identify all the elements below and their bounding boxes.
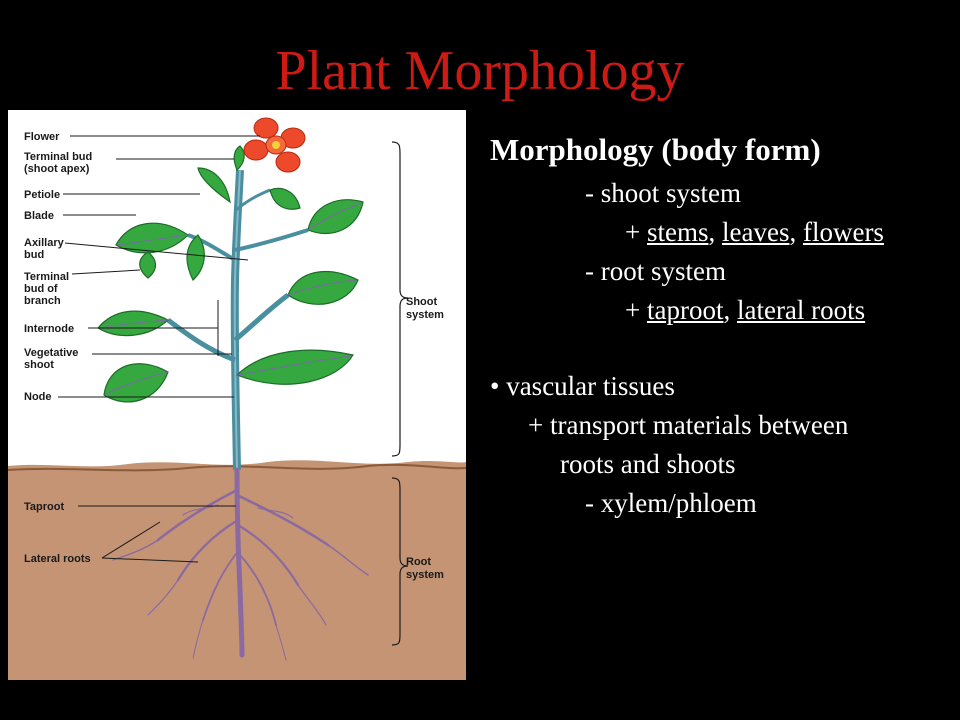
root-system-item: - root system bbox=[585, 256, 726, 286]
xylem-item: - xylem/phloem bbox=[585, 488, 757, 518]
label-branch-budof: bud of bbox=[24, 283, 58, 295]
label-terminal-bud: Terminal bud bbox=[24, 151, 92, 163]
petal bbox=[253, 117, 279, 139]
soil-line bbox=[8, 463, 466, 472]
terminal-bud bbox=[233, 145, 245, 172]
leaf-top-right bbox=[269, 187, 301, 210]
taproot-shape bbox=[234, 467, 245, 658]
branch-left-2 bbox=[187, 233, 237, 262]
leaf-mid-right bbox=[287, 271, 359, 305]
branch-bud bbox=[139, 251, 157, 279]
label-node: Node bbox=[24, 391, 52, 403]
label-lateral-roots: Lateral roots bbox=[24, 553, 91, 565]
label-root-system: Root bbox=[406, 556, 431, 568]
lateral-roots-text: lateral roots bbox=[736, 295, 866, 325]
comma-1: , bbox=[708, 217, 722, 247]
taproot-text: taproot bbox=[646, 295, 724, 325]
branch-left-1 bbox=[166, 317, 236, 363]
petiole-top bbox=[235, 188, 271, 212]
spacer bbox=[490, 330, 955, 367]
plant-diagram: Flower Terminal bud (shoot apex) Petiole… bbox=[8, 110, 466, 680]
leaves-text: leaves bbox=[722, 217, 790, 247]
petal bbox=[243, 139, 269, 161]
label-axillary-bud: bud bbox=[24, 249, 44, 261]
label-vegetative: Vegetative bbox=[24, 347, 78, 359]
label-internode: Internode bbox=[24, 323, 74, 335]
leader-lines bbox=[58, 135, 260, 563]
body-heading: Morphology (body form) bbox=[490, 132, 821, 167]
leaf-lower-left bbox=[103, 363, 169, 403]
branch-right-2 bbox=[234, 228, 309, 252]
leaf-small-left bbox=[186, 234, 205, 281]
label-shoot-apex: (shoot apex) bbox=[24, 163, 90, 175]
transport-line-1: + transport materials between bbox=[528, 410, 849, 440]
slide-body: Morphology (body form) - shoot system + … bbox=[490, 130, 955, 523]
leaves-group bbox=[97, 145, 364, 403]
root-parts-item: + taproot, lateral roots bbox=[490, 291, 955, 330]
label-flower: Flower bbox=[24, 131, 60, 143]
shoot-parts-item: + stems, leaves, flowers bbox=[490, 213, 955, 252]
label-shoot-system: Shoot bbox=[406, 296, 437, 308]
roots bbox=[112, 467, 369, 661]
petal bbox=[275, 151, 301, 173]
flower bbox=[243, 117, 306, 173]
label-taproot: Taproot bbox=[24, 501, 64, 513]
label-petiole: Petiole bbox=[24, 189, 60, 201]
branch-right-1 bbox=[233, 293, 290, 342]
label-shoot-system-2: system bbox=[406, 309, 444, 321]
label-blade: Blade bbox=[24, 210, 54, 222]
leaf-upper-left bbox=[115, 222, 189, 254]
root-plus: + bbox=[625, 295, 647, 325]
stamen bbox=[272, 141, 280, 149]
stems-text: stems bbox=[646, 217, 709, 247]
label-vegetative-shoot: shoot bbox=[24, 359, 54, 371]
flowers-text: flowers bbox=[802, 217, 884, 247]
label-axillary: Axillary bbox=[24, 237, 65, 249]
leaf-top-left bbox=[197, 167, 231, 204]
slide-title: Plant Morphology bbox=[275, 40, 685, 102]
comma-3: , bbox=[723, 295, 737, 325]
leaf-veins bbox=[99, 202, 362, 395]
shoot-system-item: - shoot system bbox=[585, 178, 742, 208]
system-brackets bbox=[391, 141, 409, 646]
plant-diagram-svg: Flower Terminal bud (shoot apex) Petiole… bbox=[8, 110, 466, 680]
label-root-system-2: system bbox=[406, 569, 444, 581]
transport-line-2: roots and shoots bbox=[560, 449, 736, 479]
leaf-lower-right bbox=[235, 349, 354, 385]
shoot-plus: + bbox=[625, 217, 647, 247]
label-branch-terminal: Terminal bbox=[24, 271, 69, 283]
label-branch: branch bbox=[24, 295, 61, 307]
vascular-bullet: • vascular tissues bbox=[490, 371, 675, 401]
comma-2: , bbox=[789, 217, 803, 247]
